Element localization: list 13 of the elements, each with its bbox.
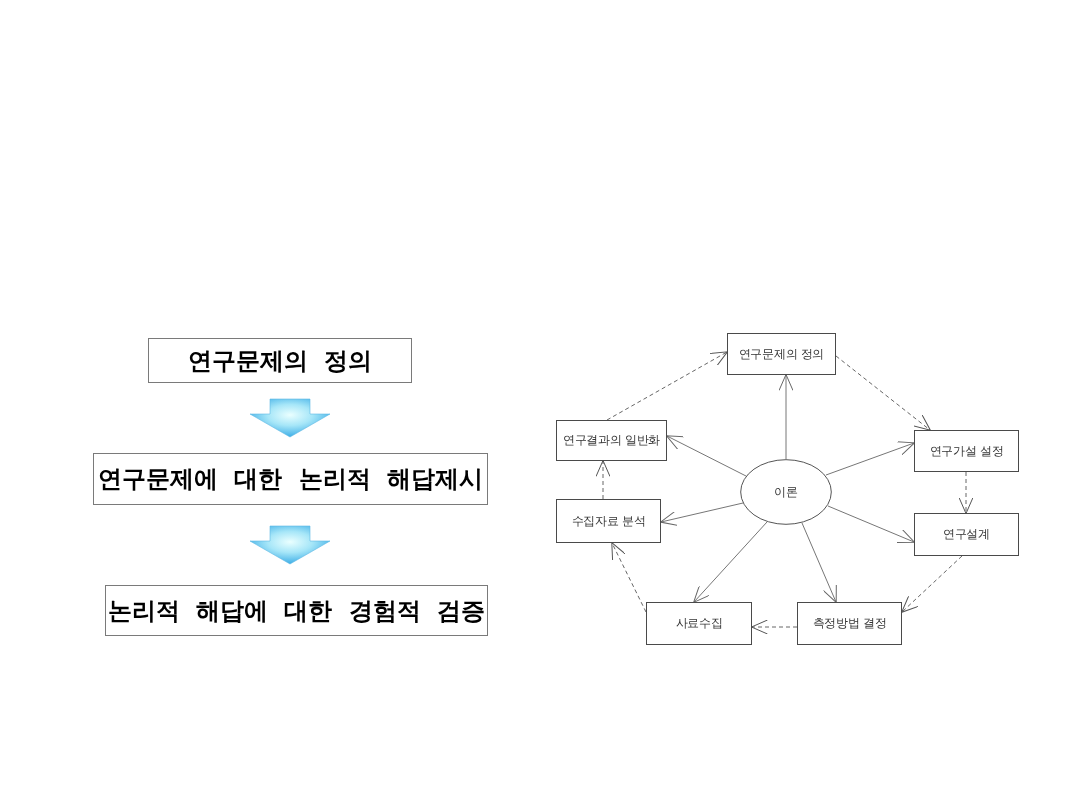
process-box: 연구결과의 일반화 <box>556 420 667 461</box>
process-box: 연구설계 <box>914 513 1019 556</box>
ellipse-node: 이론 <box>740 459 832 525</box>
step-box: 논리적 해답에 대한 경험적 검증 <box>105 585 488 636</box>
process-box: 사료수집 <box>646 602 752 645</box>
process-box: 연구문제의 정의 <box>727 333 836 375</box>
step-box: 연구문제의 정의 <box>148 338 412 383</box>
process-box: 측정방법 결정 <box>797 602 902 645</box>
block-arrow <box>249 398 331 438</box>
process-box: 수집자료 분석 <box>556 499 661 543</box>
block-arrow <box>249 525 331 565</box>
process-box: 연구가설 설정 <box>914 430 1019 472</box>
step-box: 연구문제에 대한 논리적 해답제시 <box>93 453 488 505</box>
